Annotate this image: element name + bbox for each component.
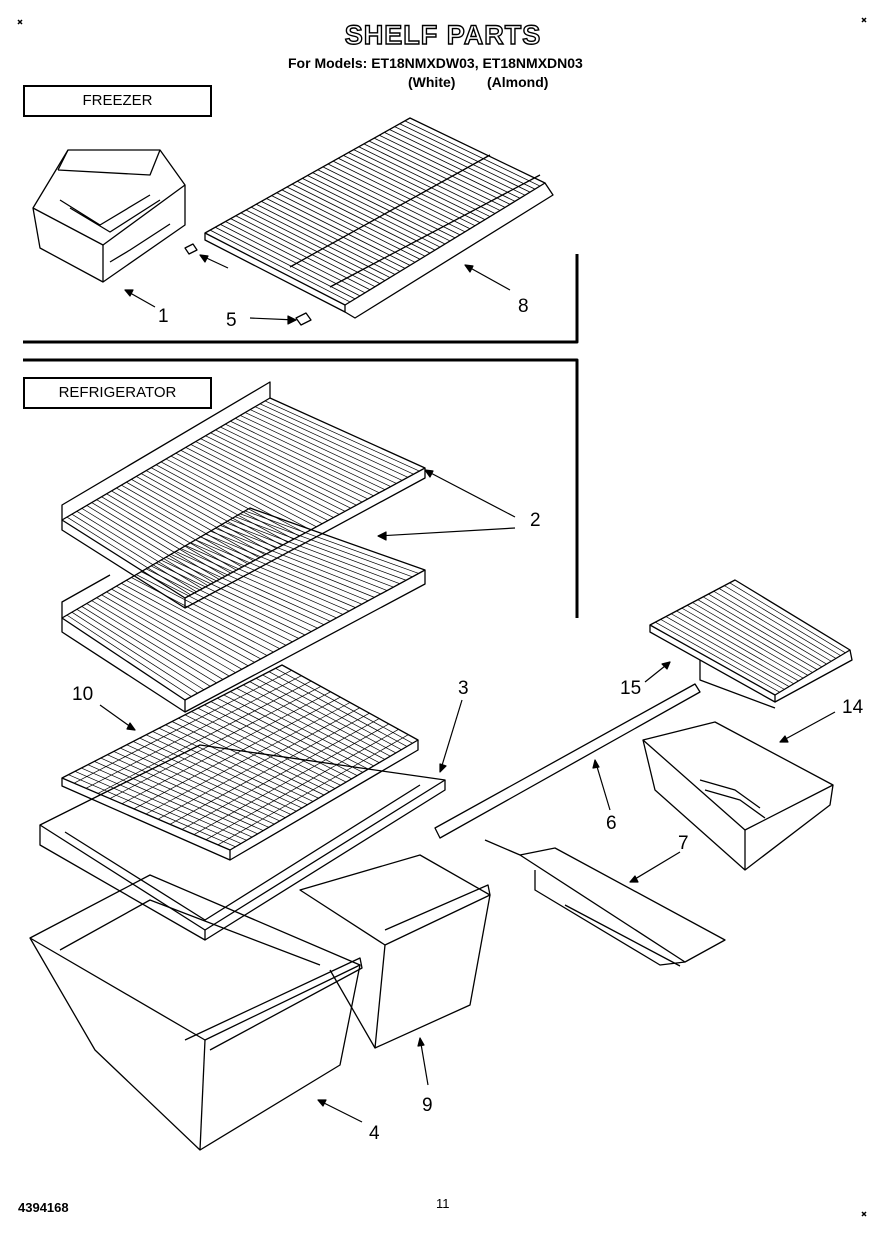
callout-2: 2 [530, 510, 541, 531]
part-1-freezer-basket [32, 149, 186, 283]
part-15-small-shelf [649, 579, 853, 709]
refrigerator-section-label: REFRIGERATOR [23, 377, 212, 409]
part-8-wires [209, 120, 541, 303]
part-10-grid [68, 668, 413, 848]
part-4-crisper-drawer-left [29, 874, 363, 1151]
document-number: 4394168 [18, 1200, 69, 1215]
callout-14: 14 [842, 697, 864, 718]
part-2-shelf-upper-ribs [66, 400, 420, 596]
part-2-shelf-lower-ribs [66, 510, 419, 697]
leader-lines [99, 254, 836, 1123]
freezer-section-label: FREEZER [23, 85, 212, 117]
models-line: For Models: ET18NMXDW03, ET18NMXDN03 [288, 55, 583, 71]
page-number: 11 [436, 1196, 450, 1211]
part-14-small-bin [642, 721, 834, 871]
part-9-crisper-drawer-right [299, 854, 491, 1049]
callout-7: 7 [678, 833, 689, 854]
refrigerator-frame [23, 358, 579, 618]
callout-15: 15 [620, 678, 642, 699]
variant-white: (White) [408, 74, 456, 90]
callout-10: 10 [72, 684, 94, 705]
part-3-crisper-cover [39, 744, 446, 941]
callout-6: 6 [606, 813, 617, 834]
callout-9: 9 [422, 1095, 433, 1116]
part-2-shelf-lower [61, 507, 426, 713]
freezer-frame [23, 254, 579, 344]
page-title: SHELF PARTS [344, 19, 542, 50]
part-15-ribs [655, 582, 846, 693]
part-8-wire-shelf [204, 117, 554, 319]
part-7-bracket [484, 839, 726, 967]
corner-marks [17, 17, 867, 1217]
callout-8: 8 [518, 296, 529, 317]
callout-3: 3 [458, 678, 469, 699]
callout-1: 1 [158, 306, 169, 327]
part-6-trim-strip [434, 683, 701, 839]
callout-4: 4 [369, 1123, 380, 1144]
callout-5: 5 [226, 310, 237, 331]
part-2-shelf-upper [61, 381, 426, 609]
part-5-clips [184, 243, 312, 326]
part-10-grid-shelf [61, 664, 419, 861]
variant-almond: (Almond) [487, 74, 549, 90]
